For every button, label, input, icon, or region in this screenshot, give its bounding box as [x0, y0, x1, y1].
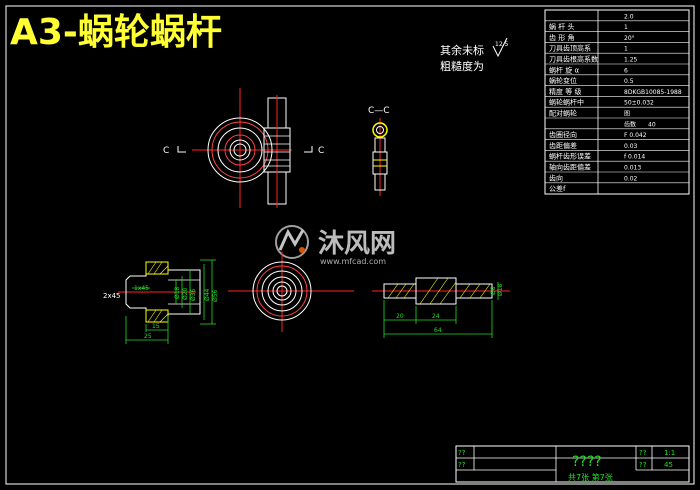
tb-q2: ?? — [458, 461, 466, 469]
param-label: 配对蜗轮 — [549, 109, 577, 118]
param-label: 齿向 — [549, 173, 563, 182]
param-label: 蜗轮蜗杆中 — [549, 98, 584, 107]
scale-value: 1:1 — [664, 449, 675, 457]
roughness-symbol-value: 12.5 — [495, 41, 509, 48]
param-label: 蜗轮变位 — [549, 76, 577, 85]
material-value: 45 — [664, 461, 673, 469]
worm-shaft-view: 20 24 64 Ø8 Ø18 — [372, 277, 510, 338]
dim-24: 24 — [432, 313, 440, 320]
dim-chamfer-1x45: 1x45 — [134, 285, 149, 292]
param-value: 50±0.032 — [624, 100, 654, 107]
watermark: 沐风网 www.mfcad.com — [275, 225, 396, 266]
param-label: 齿圈径向 — [549, 130, 577, 139]
watermark-brand: 沐风网 — [318, 229, 396, 259]
param-label: 刀具齿顶高系 — [549, 44, 591, 53]
param-value: 0.02 — [624, 175, 638, 182]
dim-chamfer-2x45: 2x45 — [103, 292, 121, 300]
part-name: ???? — [572, 454, 602, 470]
watermark-logo-icon — [275, 225, 309, 259]
param-value: 1 — [624, 24, 628, 31]
section-label: C—C — [368, 106, 390, 116]
drawing-border — [5, 5, 695, 485]
dim-d8: Ø8 — [490, 286, 497, 295]
param-label: 蜗杆 旋 α — [549, 65, 579, 74]
param-value: 0.03 — [624, 143, 638, 150]
sheet-count: 共7张 第7张 — [568, 472, 613, 482]
param-value: 齿数 — [624, 120, 636, 128]
param-label: 精度 等 级 — [549, 87, 581, 96]
dim-d20: Ø20 — [182, 287, 189, 300]
worm-wheel-side-view — [228, 252, 354, 332]
param-label: 刀具齿根高系数 — [549, 55, 598, 64]
drawing-title: A3-蜗轮蜗杆 — [10, 12, 222, 53]
roughness-note-line2: 粗糙度为 — [440, 59, 484, 73]
param-label: 蜗杆齿形误差 — [549, 152, 591, 161]
param-value: 1 — [624, 46, 628, 53]
worm-wheel-front-view: C C — [163, 88, 324, 208]
material-label: ?? — [639, 461, 647, 469]
dim-20: 20 — [396, 313, 404, 320]
param-value: 2.0 — [624, 13, 634, 20]
param-value: 8DKGB10085-1988 — [624, 89, 682, 96]
param-extra: 40 — [648, 121, 656, 128]
parameter-table: 2.0 蜗 杆 头 1 齿 形 角 20° 刀具齿顶高系 1 刀具齿根高系数 1.25 蜗杆 旋 … — [544, 9, 690, 195]
param-value: 图 — [624, 111, 630, 118]
param-label: 齿 形 角 — [549, 33, 574, 42]
watermark-url: www.mfcad.com — [320, 257, 386, 266]
roughness-symbol-icon: 12.5 — [492, 37, 509, 58]
dim-d18-right: Ø18 — [497, 283, 504, 296]
param-value: 0.5 — [624, 78, 634, 85]
param-label: 轴向齿距偏差 — [549, 163, 591, 172]
section-mark-right: C — [318, 146, 324, 156]
dim-d44: Ø44 — [204, 288, 211, 301]
param-value: 1.25 — [624, 57, 638, 64]
param-value: 6 — [624, 67, 628, 74]
dim-25: 25 — [144, 333, 152, 340]
param-value: f 0.014 — [624, 154, 645, 161]
dim-15: 15 — [152, 323, 160, 330]
param-label: 公差f — [549, 184, 566, 193]
roughness-note-line1: 其余未标 — [440, 43, 484, 57]
param-value: F 0.042 — [624, 132, 647, 139]
param-label: 齿距偏差 — [549, 141, 577, 150]
tb-q1: ?? — [458, 449, 466, 457]
dim-64: 64 — [434, 327, 442, 334]
param-value: 20° — [624, 35, 635, 42]
wheel-section-view: Ø18 Ø20 Ø36 Ø44 Ø56 1x45 15 25 2x45 — [103, 259, 219, 344]
scale-label: ?? — [639, 449, 647, 457]
param-value: 0.013 — [624, 165, 641, 172]
section-mark-left: C — [163, 146, 169, 156]
section-c-c-view: C—C — [368, 106, 390, 196]
param-label: 蜗 杆 头 — [549, 22, 574, 31]
title-block: ?? ?? ???? 共7张 第7张 ?? 1:1 ?? 45 — [455, 445, 690, 483]
dim-d36: Ø36 — [190, 288, 197, 301]
dim-d56: Ø56 — [212, 289, 219, 302]
dim-d18: Ø18 — [174, 286, 181, 299]
